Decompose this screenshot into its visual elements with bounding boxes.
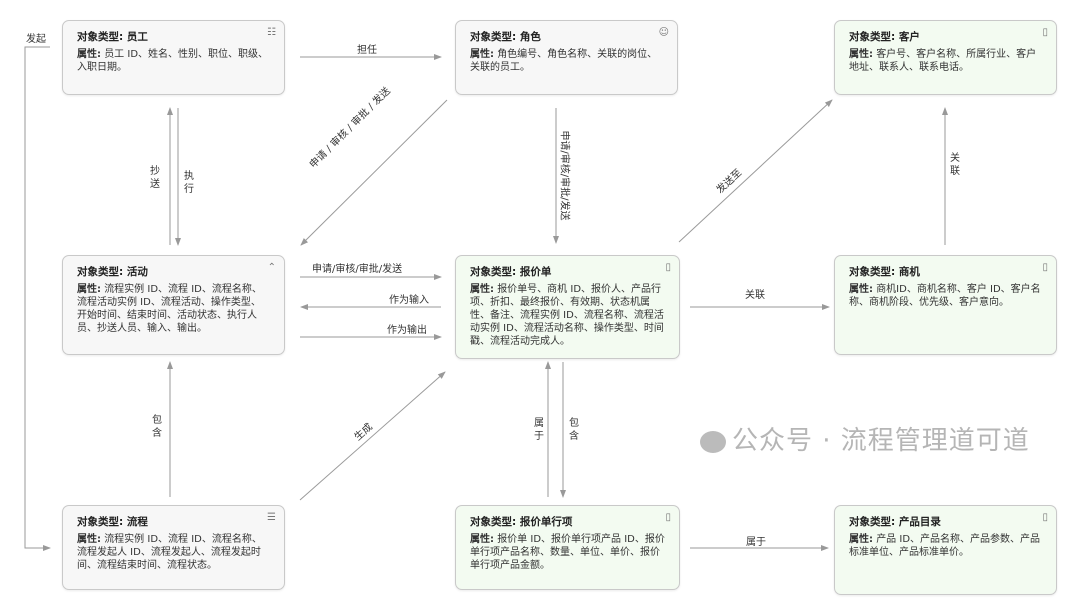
- edge-label-belong2: 属于: [746, 537, 766, 548]
- attr-label: 属性:: [77, 534, 101, 545]
- document-icon: ▯: [665, 262, 671, 273]
- node-customer[interactable]: ▯ 对象类型: 客户 属性: 客户号、客户名称、所属行业、客户地址、联系人、联系…: [834, 20, 1057, 95]
- watermark-text: 公众号 · 流程管理道可道: [732, 426, 1030, 456]
- edge-label-as-input: 作为输入: [389, 295, 429, 306]
- edge-label-relate1: 关联: [950, 153, 960, 177]
- watermark: 公众号 · 流程管理道可道: [700, 420, 1030, 457]
- chevron-up-icon: ⌃: [267, 262, 276, 273]
- node-quote[interactable]: ▯ 对象类型: 报价单 属性: 报价单号、商机 ID、报价人、产品行项、折扣、最…: [455, 255, 680, 359]
- node-attrs: 客户号、客户名称、所属行业、客户地址、联系人、联系电话。: [849, 49, 1037, 73]
- wechat-icon: [700, 430, 726, 453]
- node-attrs: 商机ID、商机名称、客户 ID、客户名称、商机阶段、优先级、客户意向。: [849, 284, 1041, 308]
- node-title: 对象类型: 客户: [849, 31, 920, 43]
- edge-label-initiate: 发起: [26, 34, 46, 45]
- edge-generate: [299, 371, 446, 501]
- node-role[interactable]: ☺ 对象类型: 角色 属性: 角色编号、角色名称、关联的岗位、关联的员工。: [455, 20, 678, 95]
- node-activity[interactable]: ⌃ 对象类型: 活动 属性: 流程实例 ID、流程 ID、流程名称、流程活动实例…: [62, 255, 285, 355]
- edge-label-cc: 抄送: [150, 166, 160, 190]
- node-product[interactable]: ▯ 对象类型: 产品目录 属性: 产品 ID、产品名称、产品参数、产品标准单位、…: [834, 505, 1057, 595]
- node-attrs: 报价单号、商机 ID、报价人、产品行项、折扣、最终报价、有效期、状态机属性、备注…: [470, 284, 664, 347]
- org-chart-icon: ☷: [267, 27, 276, 38]
- document-icon: ▯: [1042, 27, 1048, 38]
- list-icon: ☰: [267, 512, 276, 523]
- edge-label-contain2: 包含: [569, 418, 579, 442]
- node-quote-item[interactable]: ▯ 对象类型: 报价单行项 属性: 报价单 ID、报价单行项产品 ID、报价单行…: [455, 505, 680, 590]
- node-attrs: 产品 ID、产品名称、产品参数、产品标准单位、产品标准单价。: [849, 534, 1041, 558]
- node-attrs: 角色编号、角色名称、关联的岗位、关联的员工。: [470, 49, 658, 73]
- attr-label: 属性:: [77, 284, 101, 295]
- node-opportunity[interactable]: ▯ 对象类型: 商机 属性: 商机ID、商机名称、客户 ID、客户名称、商机阶段…: [834, 255, 1057, 355]
- node-title: 对象类型: 商机: [849, 266, 920, 278]
- node-title: 对象类型: 员工: [77, 31, 148, 43]
- edge-initiate: [24, 46, 51, 551]
- attr-label: 属性:: [849, 534, 873, 545]
- attr-label: 属性:: [849, 284, 873, 295]
- node-title: 对象类型: 活动: [77, 266, 148, 278]
- edge-label-execute: 执行: [184, 171, 194, 195]
- node-title: 对象类型: 报价单行项: [470, 516, 573, 528]
- node-employee[interactable]: ☷ 对象类型: 员工 属性: 员工 ID、姓名、性别、职位、职级、入职日期。: [62, 20, 285, 95]
- attr-label: 属性:: [849, 49, 873, 60]
- document-icon: ▯: [1042, 262, 1048, 273]
- edge-label-activity-quote: 申请/审核/审批/发送: [312, 264, 403, 275]
- node-attrs: 员工 ID、姓名、性别、职位、职级、入职日期。: [77, 49, 269, 73]
- edge-send-to: [678, 99, 833, 243]
- edge-label-relate2: 关联: [745, 290, 765, 301]
- node-process[interactable]: ☰ 对象类型: 流程 属性: 流程实例 ID、流程 ID、流程名称、流程发起人 …: [62, 505, 285, 590]
- node-title: 对象类型: 流程: [77, 516, 148, 528]
- node-title: 对象类型: 产品目录: [849, 516, 941, 528]
- attr-label: 属性:: [470, 534, 494, 545]
- edge-label-role-quote: 申请/审核/审批/发送: [558, 130, 570, 221]
- edge-label-belong1: 属于: [534, 418, 544, 442]
- attr-label: 属性:: [77, 49, 101, 60]
- edge-label-as-output: 作为输出: [387, 325, 427, 336]
- user-icon: ☺: [658, 27, 669, 38]
- attr-label: 属性:: [470, 49, 494, 60]
- node-attrs: 报价单 ID、报价单行项产品 ID、报价单行项产品名称、数量、单位、单价、报价单…: [470, 534, 665, 571]
- attr-label: 属性:: [470, 284, 494, 295]
- edge-label-assume: 担任: [357, 45, 377, 56]
- document-icon: ▯: [1042, 512, 1048, 523]
- node-attrs: 流程实例 ID、流程 ID、流程名称、流程发起人 ID、流程发起人、流程发起时间…: [77, 534, 262, 571]
- edge-role-activity: [300, 99, 448, 246]
- node-attrs: 流程实例 ID、流程 ID、流程名称、流程活动实例 ID、流程活动、操作类型、开…: [77, 284, 262, 334]
- node-title: 对象类型: 角色: [470, 31, 541, 43]
- edge-label-contain1: 包含: [152, 415, 162, 439]
- node-title: 对象类型: 报价单: [470, 266, 552, 278]
- document-icon: ▯: [665, 512, 671, 523]
